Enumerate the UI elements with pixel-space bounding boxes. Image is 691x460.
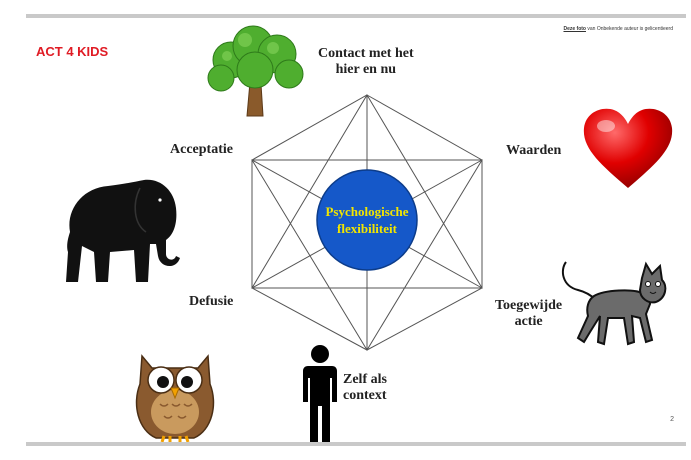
label-zelf-line2: context bbox=[343, 388, 387, 403]
label-zelf-line1: Zelf als bbox=[343, 372, 387, 387]
label-contact-line1: Contact met het bbox=[318, 46, 414, 61]
brand-label: ACT 4 KIDS bbox=[36, 44, 109, 59]
credit-text: van Onbekende auteur is gelicentieerd bbox=[587, 26, 673, 32]
image-credit: Deze foto van Onbekende auteur is gelice… bbox=[563, 26, 673, 32]
center-circle bbox=[316, 169, 418, 271]
person-icon bbox=[303, 345, 337, 442]
elephant-icon bbox=[66, 179, 180, 282]
label-contact: Contact met het hier en nu bbox=[318, 46, 414, 78]
top-rule bbox=[26, 14, 686, 18]
label-toegewijde-actie: Toegewijde actie bbox=[495, 298, 562, 330]
label-waarden: Waarden bbox=[506, 143, 562, 158]
heart-icon bbox=[583, 108, 673, 188]
page-number: 2 bbox=[670, 416, 674, 423]
credit-link[interactable]: Deze foto bbox=[563, 26, 586, 32]
center-label-line2: flexibiliteit bbox=[337, 221, 398, 236]
owl-icon bbox=[135, 354, 215, 442]
center-label-line1: Psychologische bbox=[325, 204, 408, 219]
label-defusie: Defusie bbox=[189, 294, 234, 309]
label-toegewijde-line1: Toegewijde bbox=[495, 298, 563, 313]
label-toegewijde-line2: actie bbox=[514, 314, 543, 329]
label-zelf-als-context: Zelf als context bbox=[343, 372, 387, 404]
label-acceptatie: Acceptatie bbox=[170, 142, 233, 157]
tree-icon bbox=[207, 25, 304, 117]
bottom-rule bbox=[26, 442, 686, 446]
label-contact-line2: hier en nu bbox=[335, 62, 397, 77]
cat-icon bbox=[561, 261, 667, 346]
